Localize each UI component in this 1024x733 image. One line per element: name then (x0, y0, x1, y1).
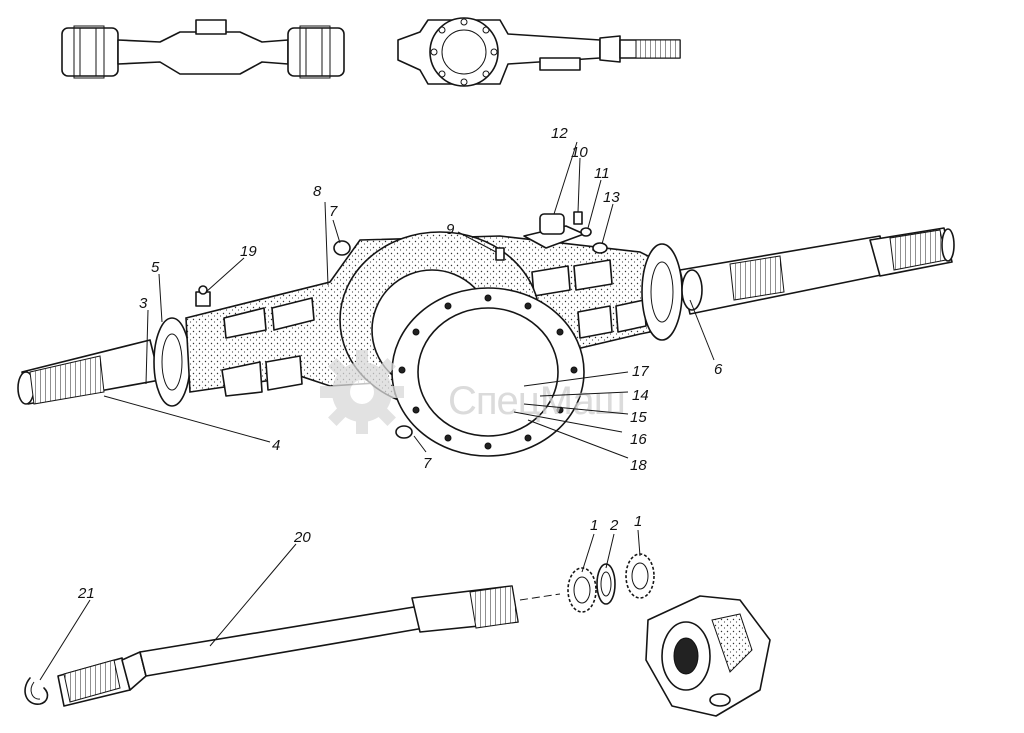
housing-side-view (397, 17, 681, 87)
callout-9: 9 (446, 221, 455, 238)
watermark-text: СпецМаш (448, 379, 625, 423)
gear-1-left (567, 567, 597, 613)
plug-7-bottom (395, 425, 413, 439)
cover-bolt-holes (398, 294, 578, 450)
snap-ring-21 (24, 677, 49, 705)
watermark: СпецМаш (320, 350, 626, 434)
callout-17: 17 (632, 363, 649, 380)
gear-icon (320, 350, 404, 434)
callout-13: 13 (603, 189, 620, 206)
washer-2 (596, 563, 616, 605)
stud-9 (495, 247, 505, 261)
callout-21: 21 (77, 585, 95, 602)
callout-19: 19 (240, 243, 257, 260)
bolt-10 (573, 211, 583, 225)
callout-10: 10 (571, 144, 588, 161)
callout-1-left: 1 (590, 517, 598, 534)
half-shaft-20 (57, 585, 561, 707)
callout-18: 18 (630, 457, 647, 474)
callout-7-bottom: 7 (423, 455, 432, 472)
callout-15: 15 (630, 409, 647, 426)
callout-16: 16 (630, 431, 647, 448)
callout-6: 6 (714, 361, 723, 378)
nut-13 (592, 242, 608, 254)
callout-14: 14 (632, 387, 649, 404)
callout-20: 20 (293, 529, 311, 546)
callout-4: 4 (272, 437, 280, 454)
bearing-6 (681, 269, 703, 311)
axle-housing (17, 227, 955, 457)
axle-front-view (61, 19, 345, 79)
callout-7-top: 7 (329, 203, 338, 220)
plug-7-top (333, 240, 351, 256)
callout-5: 5 (151, 259, 160, 276)
differential-case (645, 595, 771, 717)
washer-11 (580, 227, 592, 237)
flange-bolt-holes (430, 18, 498, 86)
gear-1-right (625, 553, 655, 599)
callout-2: 2 (609, 517, 619, 534)
callout-labels: 12 10 11 13 8 7 9 19 5 3 4 6 17 14 15 16… (77, 125, 723, 602)
leader-lines (39, 141, 715, 681)
callout-8: 8 (313, 183, 322, 200)
callout-1-right: 1 (634, 513, 642, 530)
callout-11: 11 (594, 165, 610, 182)
callout-12: 12 (551, 125, 568, 142)
breather-19 (195, 285, 211, 307)
callout-3: 3 (139, 295, 148, 312)
